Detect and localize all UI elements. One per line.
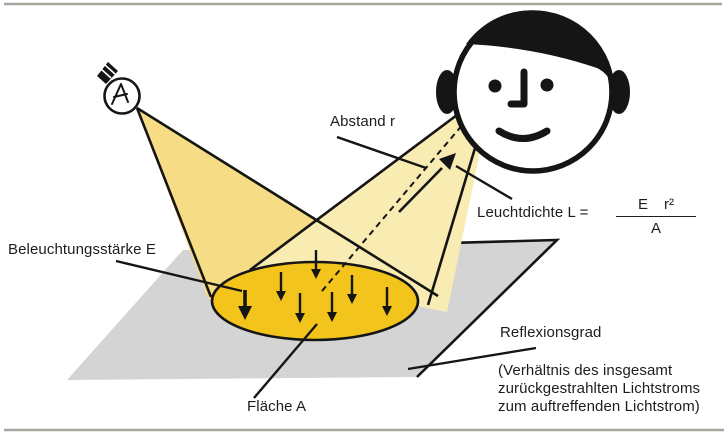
flaeche-leader-line: [253, 323, 318, 399]
formula-r-squared: r²: [664, 196, 674, 213]
hair: [466, 10, 611, 86]
observer-face: [436, 10, 630, 174]
reflexionsgrad-note: (Verhältnis des insgesamt zurückgestrahl…: [498, 362, 701, 415]
distance-dashed-line: [321, 90, 492, 292]
left-eye: [488, 79, 502, 93]
light-arrow: [276, 272, 286, 301]
formula-e: E: [637, 196, 648, 213]
luminance-arrow: [398, 153, 456, 213]
eye-beam-left-edge: [249, 86, 494, 272]
beleuchtungsstaerke-leader-line: [115, 259, 243, 293]
abstand-leader-line: [336, 135, 427, 170]
light-arrow: [327, 292, 337, 322]
light-bulb-icon: [97, 62, 141, 115]
luminance-formula: E r² A: [616, 196, 696, 237]
lamp-beam-left-edge: [135, 107, 213, 298]
right-eye: [540, 78, 554, 92]
formula-numerator: E r²: [616, 196, 696, 217]
flaeche-label: Fläche A: [247, 398, 307, 415]
nose: [507, 68, 528, 108]
formula-denominator: A: [650, 220, 661, 237]
light-arrow: [382, 287, 392, 316]
light-arrow: [347, 275, 357, 304]
leuchtdichte-label: Leuchtdichte L =: [477, 204, 589, 221]
light-arrow-bold: [238, 290, 252, 320]
leuchtdichte-leader-line: [455, 164, 513, 201]
incident-light-arrows: [238, 250, 392, 323]
reflexionsgrad-leader-line: [407, 346, 537, 371]
light-arrow: [295, 293, 305, 323]
light-arrow: [311, 250, 321, 279]
bulb-base: [97, 62, 118, 84]
lamp-beam-right-edge: [136, 106, 439, 298]
bulb-filament: [111, 83, 129, 105]
reflexionsgrad-label: Reflexionsgrad: [500, 324, 602, 341]
eye-beam: [249, 88, 493, 312]
beleuchtungsstaerke-label: Beleuchtungsstärke E: [8, 241, 156, 258]
mouth: [495, 127, 551, 142]
abstand-label: Abstand r: [330, 113, 396, 130]
